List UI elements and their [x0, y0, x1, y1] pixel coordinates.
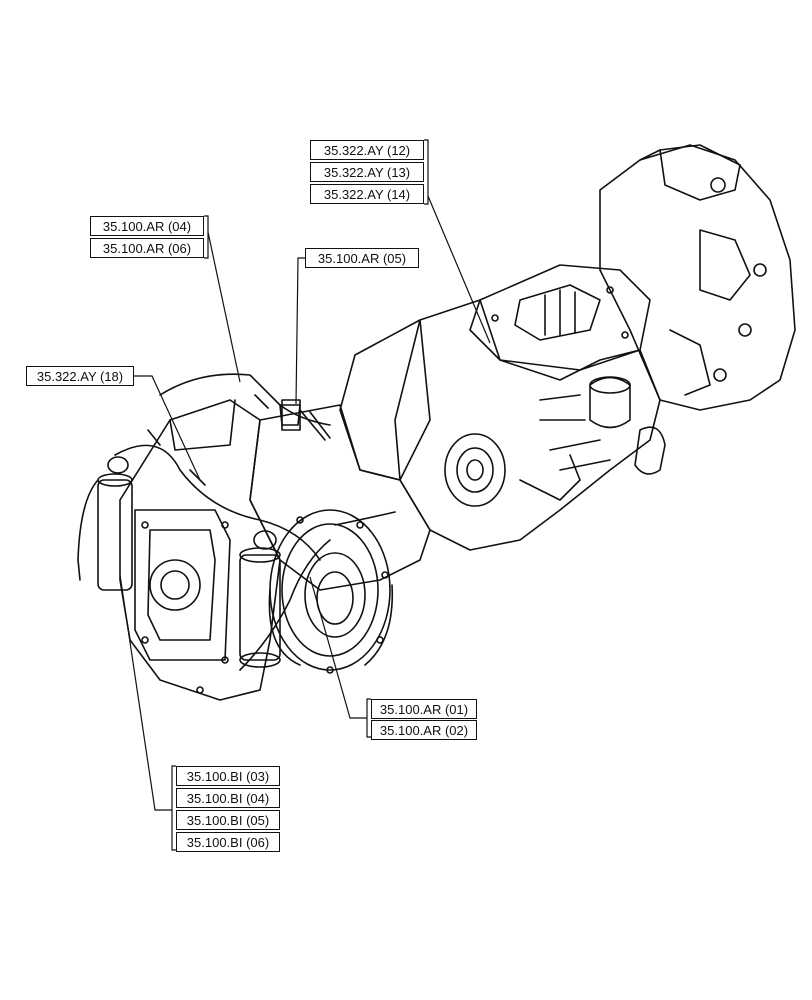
part-ref-label: 35.100.BI (05) — [176, 810, 280, 830]
part-ref-label: 35.100.AR (02) — [371, 720, 477, 740]
part-ref-label: 35.100.BI (06) — [176, 832, 280, 852]
part-ref-label: 35.100.BI (04) — [176, 788, 280, 808]
part-ref-label: 35.322.AY (12) — [310, 140, 424, 160]
part-ref-label: 35.322.AY (13) — [310, 162, 424, 182]
part-ref-label: 35.100.AR (01) — [371, 699, 477, 719]
part-ref-label: 35.322.AY (18) — [26, 366, 134, 386]
leader-line-g5 — [309, 576, 371, 738]
leader-line-g6 — [119, 574, 176, 851]
part-ref-label: 35.322.AY (14) — [310, 184, 424, 204]
part-ref-label: 35.100.AR (06) — [90, 238, 204, 258]
leader-line-g1 — [424, 139, 491, 344]
part-ref-label: 35.100.AR (05) — [305, 248, 419, 268]
part-ref-label: 35.100.BI (03) — [176, 766, 280, 786]
leader-line-g4 — [134, 375, 201, 481]
leader-line-g2 — [204, 215, 241, 383]
part-ref-label: 35.100.AR (04) — [90, 216, 204, 236]
leader-lines — [119, 139, 491, 851]
leader-line-g3 — [295, 257, 305, 405]
